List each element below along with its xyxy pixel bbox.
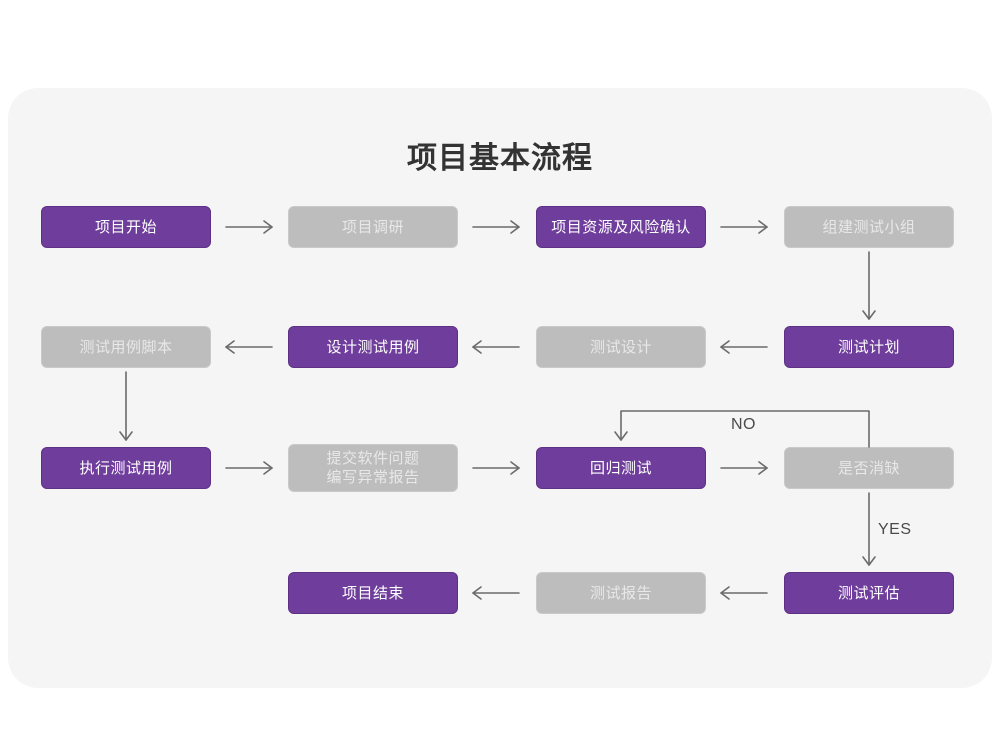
arrow-plan-to-design: [720, 340, 768, 354]
node-test-plan[interactable]: 测试计划: [784, 326, 954, 368]
node-submit-issue-report[interactable]: 提交软件问题 编写异常报告: [288, 444, 458, 492]
arrow-case-to-script: [225, 340, 273, 354]
arrow-execute-to-submit: [225, 461, 273, 475]
arrow-start-to-research: [225, 220, 273, 234]
arrow-team-to-plan: [862, 251, 876, 320]
arrow-resource-to-team: [720, 220, 768, 234]
arrow-report-to-end: [472, 586, 520, 600]
arrow-evaluation-to-report: [720, 586, 768, 600]
node-project-end[interactable]: 项目结束: [288, 572, 458, 614]
arrow-script-to-execute: [119, 371, 133, 441]
arrow-submit-to-regression: [472, 461, 520, 475]
edge-label-no: NO: [731, 416, 756, 433]
edge-label-yes: YES: [878, 521, 912, 538]
node-test-case-script[interactable]: 测试用例脚本: [41, 326, 211, 368]
arrow-design-to-case: [472, 340, 520, 354]
node-resource-risk-confirm[interactable]: 项目资源及风险确认: [536, 206, 706, 248]
node-test-design[interactable]: 测试设计: [536, 326, 706, 368]
arrow-no-feedback-loop: [614, 410, 870, 448]
node-test-evaluation[interactable]: 测试评估: [784, 572, 954, 614]
arrow-research-to-resource: [472, 220, 520, 234]
node-execute-test-case[interactable]: 执行测试用例: [41, 447, 211, 489]
arrow-yes-to-evaluation: [862, 492, 876, 566]
node-project-research[interactable]: 项目调研: [288, 206, 458, 248]
node-project-start[interactable]: 项目开始: [41, 206, 211, 248]
node-test-report[interactable]: 测试报告: [536, 572, 706, 614]
node-build-test-team[interactable]: 组建测试小组: [784, 206, 954, 248]
arrow-regression-to-defect: [720, 461, 768, 475]
node-regression-test[interactable]: 回归测试: [536, 447, 706, 489]
page-title: 项目基本流程: [407, 142, 593, 175]
node-design-test-case[interactable]: 设计测试用例: [288, 326, 458, 368]
